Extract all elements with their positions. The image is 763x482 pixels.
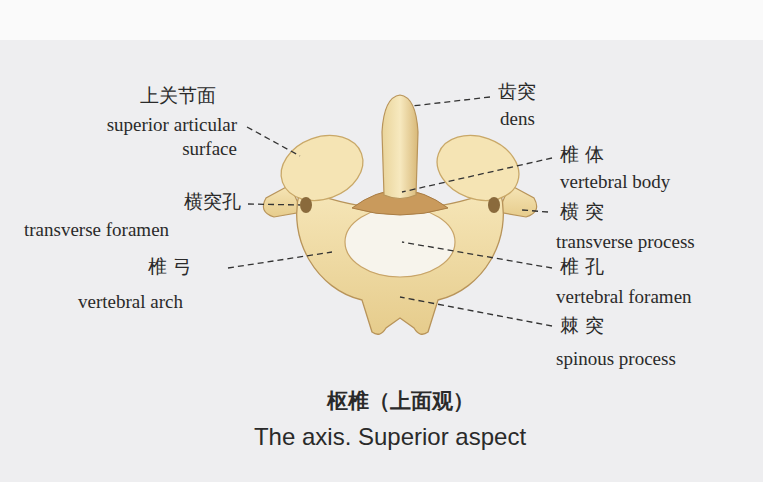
part-name-en: vertebral arch <box>78 290 183 314</box>
top-band <box>0 0 763 40</box>
part-name-zh: 椎 弓 <box>148 255 192 279</box>
part-name-en: vertebral body <box>560 170 670 194</box>
part-name-en: spinous process <box>556 347 676 371</box>
part-name-zh: 棘 突 <box>560 314 604 338</box>
leader-lines <box>228 97 552 326</box>
figure-caption-zh: 枢椎（上面观） <box>327 388 474 414</box>
part-name-en: dens <box>500 107 535 131</box>
part-name-zh: 齿突 <box>498 80 536 104</box>
part-name-en: transverse process <box>556 230 695 254</box>
vertebra-bone <box>263 95 536 334</box>
part-name-zh: 横 突 <box>560 200 604 224</box>
part-name-en: vertebral foramen <box>556 285 692 309</box>
part-name-en: transverse foramen <box>24 218 169 242</box>
part-name-zh: 横突孔 <box>184 190 241 214</box>
figure-caption-en: The axis. Superior aspect <box>254 422 526 452</box>
part-name-zh: 椎 体 <box>560 143 604 167</box>
part-name-zh: 椎 孔 <box>560 255 604 279</box>
part-name-zh: 上关节面 <box>140 84 216 108</box>
part-name-en: superior articular surface <box>52 113 237 161</box>
